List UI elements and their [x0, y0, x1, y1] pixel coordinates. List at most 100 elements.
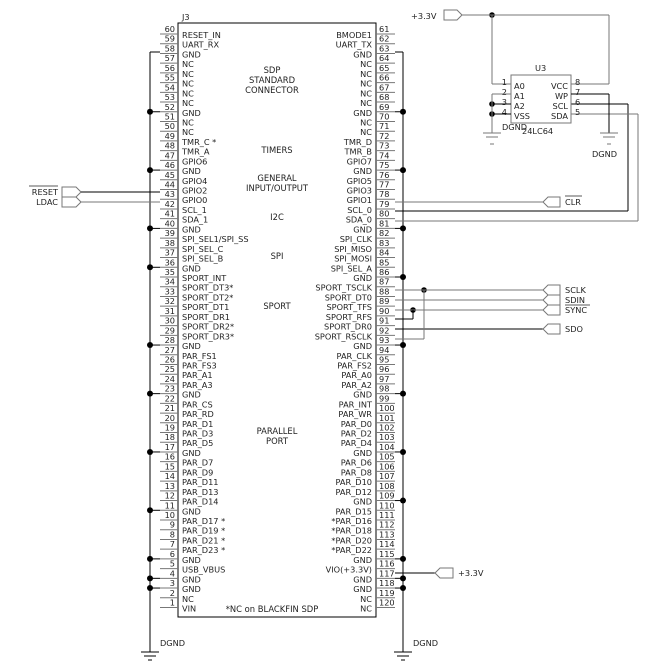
- pin-number: 54: [165, 82, 175, 92]
- pin-number: 56: [165, 63, 175, 73]
- pin-name: NC: [182, 59, 194, 69]
- pin-number: 109: [379, 491, 395, 501]
- pin-number: 49: [165, 131, 175, 141]
- pin-number: 11: [165, 500, 175, 510]
- pin-number: 46: [165, 160, 175, 170]
- ground-symbol-wp: [600, 132, 618, 145]
- pin-number: 12: [165, 491, 175, 501]
- pin-number: 96: [379, 364, 389, 374]
- pin-name: GND: [182, 506, 201, 516]
- pin-number: 24: [165, 374, 175, 384]
- pin-name: BMODE1: [336, 30, 372, 40]
- eeprom-pin-name: VSS: [514, 111, 530, 121]
- pin-name: GPIO0: [182, 195, 207, 205]
- pin-number: 38: [165, 238, 175, 248]
- group-label-sport: SPORT: [263, 301, 291, 311]
- pin-name: PAR_D9: [182, 467, 213, 477]
- net-label-vio: +3.3V: [458, 568, 484, 578]
- pin-number: 99: [379, 393, 389, 403]
- pin-name: TMR_C *: [181, 137, 216, 147]
- port-clr[interactable]: [542, 196, 561, 208]
- pin-name: PAR_A2: [341, 380, 372, 390]
- pin-name: NC: [182, 69, 194, 79]
- pin-name: PAR_A3: [182, 380, 213, 390]
- junction-dot: [400, 575, 406, 582]
- pin-name: SPORT_RFS: [326, 312, 372, 322]
- pin-name: SPORT_DR1: [182, 312, 230, 322]
- port-ldac[interactable]: [61, 196, 160, 208]
- pin-name: GND: [182, 448, 201, 458]
- eeprom-dgnd-label: DGND: [502, 122, 527, 132]
- pin-number: 2: [170, 588, 175, 598]
- port-sync[interactable]: [542, 304, 561, 316]
- pin-number: 51: [165, 111, 175, 121]
- pin-name: PAR_FS3: [182, 360, 217, 370]
- pin-name: SPORT_RSCLK: [315, 331, 373, 341]
- net-label-reset: RESET: [32, 187, 59, 197]
- port-vio-3v3[interactable]: [434, 567, 454, 579]
- pin-number: 116: [379, 559, 395, 569]
- pin-name: PAR_D17 *: [182, 516, 225, 526]
- junction-dot: [147, 225, 153, 232]
- eeprom-part: 24LC64: [522, 126, 553, 136]
- pin-name: GPIO7: [347, 156, 372, 166]
- port-reset[interactable]: [61, 186, 160, 198]
- port-sdin[interactable]: [542, 294, 561, 306]
- pin-name: GND: [182, 574, 201, 584]
- eeprom-pin-number: 4: [502, 107, 507, 117]
- pin-number: 73: [379, 141, 389, 151]
- pin-number: 117: [379, 568, 395, 578]
- port-sclk[interactable]: [542, 284, 561, 296]
- pin-number: 115: [379, 549, 395, 559]
- pin-number: 5: [170, 559, 175, 569]
- pin-number: 64: [379, 53, 389, 63]
- group-label-general: GENERAL: [257, 173, 297, 183]
- pin-name: RESET_IN: [182, 30, 221, 40]
- pin-number: 87: [379, 277, 389, 287]
- junction-dot: [147, 342, 153, 349]
- pin-number: 34: [165, 277, 175, 287]
- pin-name: *PAR_D18: [331, 526, 372, 536]
- pin-name: SPORT_DR3*: [182, 331, 234, 341]
- left-pin: 54 NC: [160, 82, 194, 98]
- pin-name: PAR_FS1: [182, 351, 217, 361]
- junction-dot: [400, 585, 406, 592]
- group-label-io: INPUT/OUTPUT: [246, 183, 309, 193]
- pin-name: *PAR_D20: [331, 535, 372, 545]
- port-sdo[interactable]: [542, 323, 561, 335]
- pin-name: PAR_D6: [341, 458, 372, 468]
- connector-body: [177, 22, 377, 618]
- pin-name: GND: [353, 273, 372, 283]
- eeprom-ref: U3: [535, 63, 546, 73]
- port-vcc-top[interactable]: [443, 9, 463, 21]
- pin-name: PAR_D2: [341, 429, 372, 439]
- pin-name: PAR_FS2: [337, 360, 372, 370]
- dgnd-label-left: DGND: [160, 638, 185, 648]
- pin-number: 67: [379, 82, 389, 92]
- eeprom-pin-number: 2: [502, 87, 507, 97]
- net-label-sclk: SCLK: [565, 285, 586, 295]
- pin-number: 10: [165, 510, 175, 520]
- pin-name: SCL_0: [347, 205, 372, 215]
- pin-name: NC: [182, 79, 194, 89]
